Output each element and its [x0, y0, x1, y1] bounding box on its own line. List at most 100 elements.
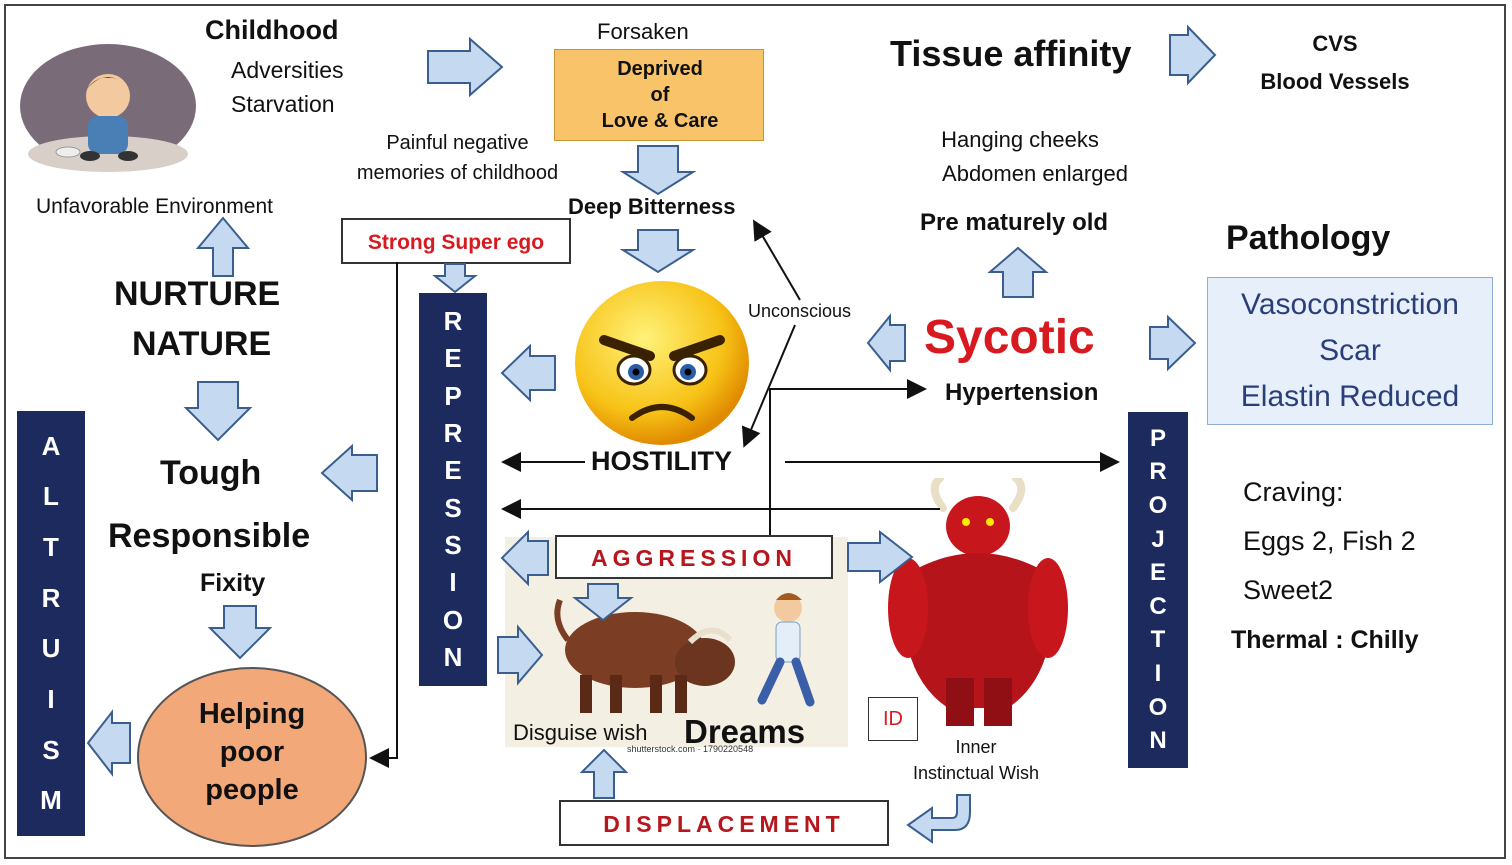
repression-letter: E [444, 343, 462, 374]
disguise-wish-label: Disguise wish [513, 720, 648, 745]
tough-label: Tough [160, 454, 262, 492]
repression-letter: R [443, 418, 463, 449]
repression-letter: O [442, 604, 464, 635]
block-arrow-down [432, 263, 478, 294]
projection-letter: C [1149, 592, 1167, 620]
aggression-label: AGGRESSION [591, 545, 797, 571]
tissue-affinity-label: Tissue affinity [890, 33, 1132, 74]
projection-letter: J [1151, 525, 1165, 553]
forsaken-label: Forsaken [597, 19, 689, 44]
vasoconstriction-label: Vasoconstriction [1241, 288, 1459, 321]
sycotic-label: Sycotic [924, 311, 1095, 364]
helping-line3: people [205, 774, 299, 806]
altruism-letter: T [43, 532, 59, 563]
cvs-label: CVS [1312, 31, 1358, 56]
hook-arrow-left [906, 794, 971, 844]
repression-letter: E [444, 455, 462, 486]
block-arrow-down [572, 583, 634, 622]
repression-letter: N [443, 641, 463, 672]
projection-letter: I [1154, 659, 1162, 687]
altruism-letter: L [43, 481, 59, 512]
projection-bar: P R O J E C T I O N [1128, 412, 1188, 768]
thermal-label: Thermal : Chilly [1231, 626, 1419, 654]
scar-label: Scar [1319, 334, 1381, 367]
block-arrow-left [320, 443, 378, 503]
block-arrow-right [847, 529, 914, 585]
repression-letter: P [444, 380, 462, 411]
sad-child-illustration [20, 44, 196, 172]
repression-letter: I [449, 567, 457, 598]
bull-chasing-man-illustration [554, 593, 815, 713]
strong-super-ego-box: Strong Super ego [341, 218, 571, 264]
block-arrow-right [1169, 24, 1217, 86]
displacement-label: DISPLACEMENT [603, 811, 845, 837]
altruism-letter: M [40, 785, 62, 816]
projection-letter: R [1149, 458, 1167, 486]
block-arrow-right [427, 36, 504, 98]
block-arrow-left [500, 529, 549, 587]
projection-letter: O [1148, 491, 1168, 519]
projection-letter: T [1150, 626, 1166, 654]
elastin-reduced-label: Elastin Reduced [1240, 380, 1460, 413]
craving-sweet: Sweet2 [1243, 575, 1334, 605]
hanging-cheeks-label: Hanging cheeks [941, 127, 1099, 152]
altruism-letter: S [42, 734, 60, 765]
deprived-line2: of [650, 84, 670, 106]
unconscious-label: Unconscious [748, 301, 852, 321]
helping-line1: Helping [198, 698, 306, 730]
hypertension-label: Hypertension [945, 379, 1099, 406]
pathology-title: Pathology [1226, 219, 1391, 257]
repression-letter: S [444, 492, 462, 523]
repression-letter: S [444, 529, 462, 560]
altruism-letter: U [41, 633, 61, 664]
childhood-title: Childhood [205, 15, 339, 45]
projection-letter: P [1149, 424, 1166, 452]
diagram-frame [4, 4, 1506, 859]
block-arrow-down [207, 605, 273, 660]
helping-line2: poor [219, 736, 285, 768]
stock-watermark: shutterstock.com · 1790220548 [627, 744, 754, 754]
id-box: ID [868, 697, 918, 741]
block-arrow-left [86, 709, 131, 777]
nurture-label: NURTURE [114, 275, 281, 313]
helping-poor-people-ellipse: Helping poor people [137, 667, 367, 847]
deprived-line3: Love & Care [601, 110, 719, 132]
block-arrow-right [497, 624, 544, 686]
inner-line2: Instinctual Wish [912, 763, 1040, 783]
deep-bitterness-label: Deep Bitterness [568, 194, 736, 219]
deprived-box: Deprived of Love & Care [554, 49, 764, 141]
altruism-letter: A [41, 430, 61, 461]
id-label: ID [883, 708, 903, 730]
displacement-box: DISPLACEMENT [559, 800, 889, 846]
repression-letter: R [443, 306, 463, 337]
abdomen-enlarged-label: Abdomen enlarged [942, 161, 1128, 186]
painful-memories-line2: memories of childhood [356, 162, 559, 184]
dreams-label: Dreams [684, 713, 806, 750]
strong-super-ego-label: Strong Super ego [367, 231, 545, 254]
projection-letter: N [1149, 727, 1167, 755]
unfavorable-environment-label: Unfavorable Environment [36, 195, 273, 218]
altruism-letter: I [47, 683, 55, 714]
angry-face-emoji [575, 281, 749, 445]
aggression-box: AGGRESSION [555, 535, 833, 579]
repression-bar: R E P R E S S I O N [419, 293, 487, 686]
childhood-starvation: Starvation [231, 91, 335, 117]
hostility-label: HOSTILITY [591, 446, 732, 476]
projection-letter: O [1148, 693, 1168, 721]
nature-label: NATURE [132, 325, 272, 363]
block-arrow-down [619, 229, 697, 274]
block-arrow-up [579, 748, 629, 799]
block-arrow-down [183, 381, 253, 442]
pathology-box: Vasoconstriction Scar Elastin Reduced [1207, 277, 1493, 425]
fixity-label: Fixity [200, 569, 266, 597]
block-arrow-left [500, 343, 556, 403]
responsible-label: Responsible [108, 517, 311, 555]
deprived-line1: Deprived [617, 58, 703, 80]
altruism-letter: R [41, 582, 61, 613]
block-arrow-down [619, 145, 697, 196]
altruism-bar: A L T R U I S M [17, 411, 85, 836]
projection-letter: E [1149, 559, 1166, 587]
block-arrow-up [195, 216, 251, 277]
childhood-adversities: Adversities [231, 57, 344, 83]
